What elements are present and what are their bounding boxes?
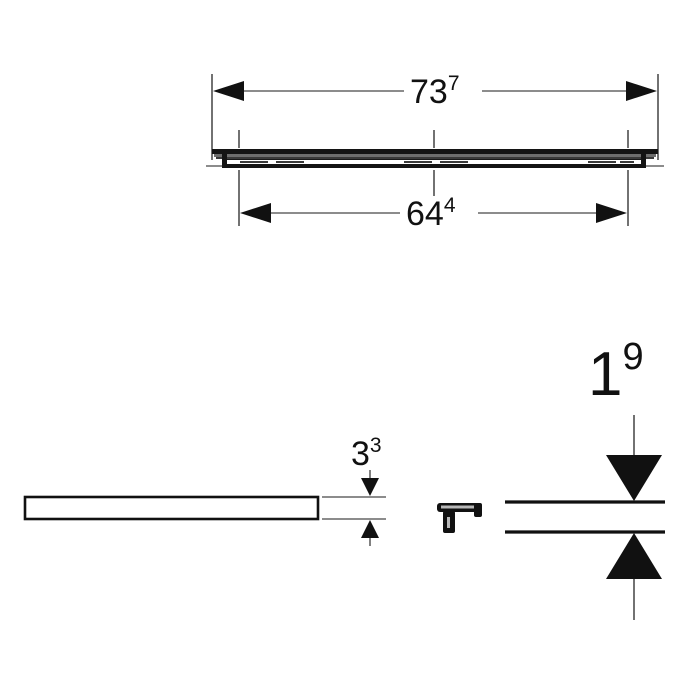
gap-dimension-group: 19	[505, 336, 665, 620]
tray-middle-band	[216, 157, 654, 159]
tray-upper-band	[214, 154, 656, 157]
inner-width-dimension-group: 644	[238, 130, 629, 233]
overall-width-superscript: 7	[448, 72, 460, 95]
tray-hidden-detail-3	[404, 161, 432, 163]
foot-bracket-detail	[437, 503, 482, 533]
gap-value: 1	[588, 340, 622, 409]
thickness-lower-arrowhead	[361, 520, 379, 538]
gap-label: 19	[588, 336, 644, 409]
bracket-stem-slot	[447, 517, 450, 528]
gap-superscript: 9	[622, 336, 643, 378]
inner-width-right-arrowhead	[596, 203, 627, 223]
overall-width-value: 73	[410, 73, 448, 111]
overall-width-right-arrowhead	[626, 81, 657, 101]
thickness-superscript: 3	[370, 434, 382, 457]
thickness-upper-arrowhead	[361, 478, 379, 496]
inner-width-label: 644	[406, 194, 456, 233]
tray-inner-channel	[226, 159, 644, 165]
tray-hidden-detail-1	[240, 161, 268, 163]
bracket-arm-slot	[441, 505, 474, 509]
overall-width-dimension-group: 737	[211, 72, 659, 160]
overall-width-label: 737	[410, 72, 460, 111]
tray-left-lip	[222, 154, 227, 168]
tray-hidden-detail-4	[440, 161, 468, 163]
thickness-label: 33	[351, 434, 382, 473]
section-rectangle	[23, 495, 320, 521]
bracket-end-nib	[474, 503, 482, 517]
section-view-group: 33	[23, 434, 386, 546]
overall-width-left-arrowhead	[213, 81, 244, 101]
tray-hidden-detail-2	[276, 161, 304, 163]
gap-lower-arrowhead	[606, 533, 662, 579]
tray-right-lip	[641, 154, 646, 168]
thickness-value: 3	[351, 435, 370, 473]
tray-profile-elevation	[206, 149, 664, 168]
tray-hidden-detail-6	[620, 161, 634, 163]
tray-bottom-bar	[224, 164, 646, 168]
inner-width-superscript: 4	[444, 194, 456, 217]
tray-hidden-detail-5	[588, 161, 616, 163]
inner-width-value: 64	[406, 195, 444, 233]
tray-top-cap	[212, 149, 658, 154]
gap-upper-arrowhead	[606, 455, 662, 501]
inner-width-left-arrowhead	[240, 203, 271, 223]
